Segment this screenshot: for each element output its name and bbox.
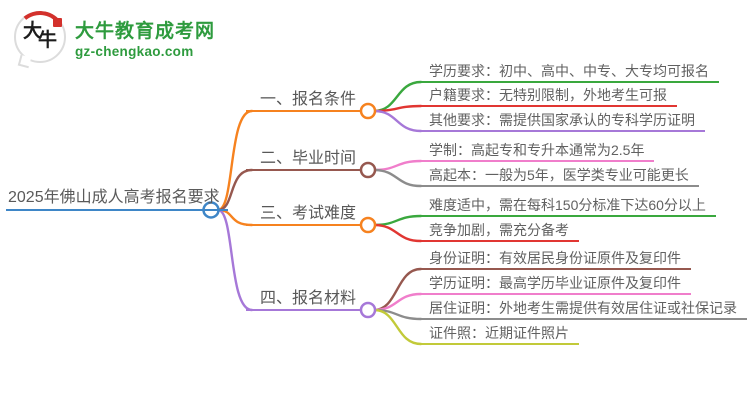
logo-char-2: 牛 — [37, 30, 57, 51]
connector-line — [372, 267, 423, 312]
connector-line — [216, 109, 254, 212]
connector-line — [372, 168, 423, 188]
branch-node[interactable]: 二、毕业时间 — [245, 148, 360, 171]
branch-node[interactable]: 三、考试难度 — [245, 203, 360, 226]
logo-seal-icon — [53, 18, 62, 27]
leaf-node[interactable]: 证件照：近期证件照片 — [420, 324, 579, 345]
site-logo[interactable]: 大 牛 大牛教育成考网 gz-chengkao.com — [11, 8, 215, 69]
connector-line — [216, 208, 254, 312]
leaf-node[interactable]: 竞争加剧，需充分备考 — [420, 221, 579, 242]
branch-node[interactable]: 四、报名材料 — [245, 288, 360, 311]
connector-line — [372, 109, 423, 133]
site-name: 大牛教育成考网 — [75, 20, 216, 42]
branch-node[interactable]: 一、报名条件 — [245, 89, 360, 112]
leaf-node[interactable]: 学历证明：最高学历毕业证原件及复印件 — [420, 274, 691, 295]
connector-line — [372, 104, 423, 113]
leaf-node[interactable]: 难度适中，需在每科150分标准下达60分以上 — [420, 196, 716, 217]
node-collapse-handle[interactable] — [359, 216, 377, 234]
logo-char-1: 大 — [23, 21, 43, 42]
leaf-node[interactable]: 其他要求：需提供国家承认的专科学历证明 — [420, 111, 705, 132]
node-collapse-handle[interactable] — [359, 161, 377, 179]
leaf-node[interactable]: 学制：高起专和专升本通常为2.5年 — [420, 141, 655, 162]
node-collapse-handle[interactable] — [359, 301, 377, 319]
leaf-node[interactable]: 学历要求：初中、高中、中专、大专均可报名 — [420, 62, 719, 83]
connector-line — [372, 223, 423, 243]
connector-line — [372, 159, 423, 172]
leaf-node[interactable]: 居住证明：外地考生需提供有效居住证或社保记录 — [420, 299, 747, 320]
leaf-node[interactable]: 身份证明：有效居民身份证原件及复印件 — [420, 249, 691, 270]
connector-line — [216, 168, 254, 212]
connector-line — [372, 214, 423, 227]
node-collapse-handle[interactable] — [359, 102, 377, 120]
logo-text: 大牛教育成考网 gz-chengkao.com — [75, 16, 215, 59]
logo-bubble-icon: 大 牛 — [11, 8, 69, 69]
connector-line — [372, 308, 423, 346]
leaf-node[interactable]: 高起本：一般为5年，医学类专业可能更长 — [420, 166, 699, 187]
root-node[interactable]: 2025年佛山成人高考报名要求 — [6, 187, 228, 211]
leaf-node[interactable]: 户籍要求：无特别限制，外地考生可报 — [420, 86, 677, 107]
site-url: gz-chengkao.com — [75, 43, 194, 59]
